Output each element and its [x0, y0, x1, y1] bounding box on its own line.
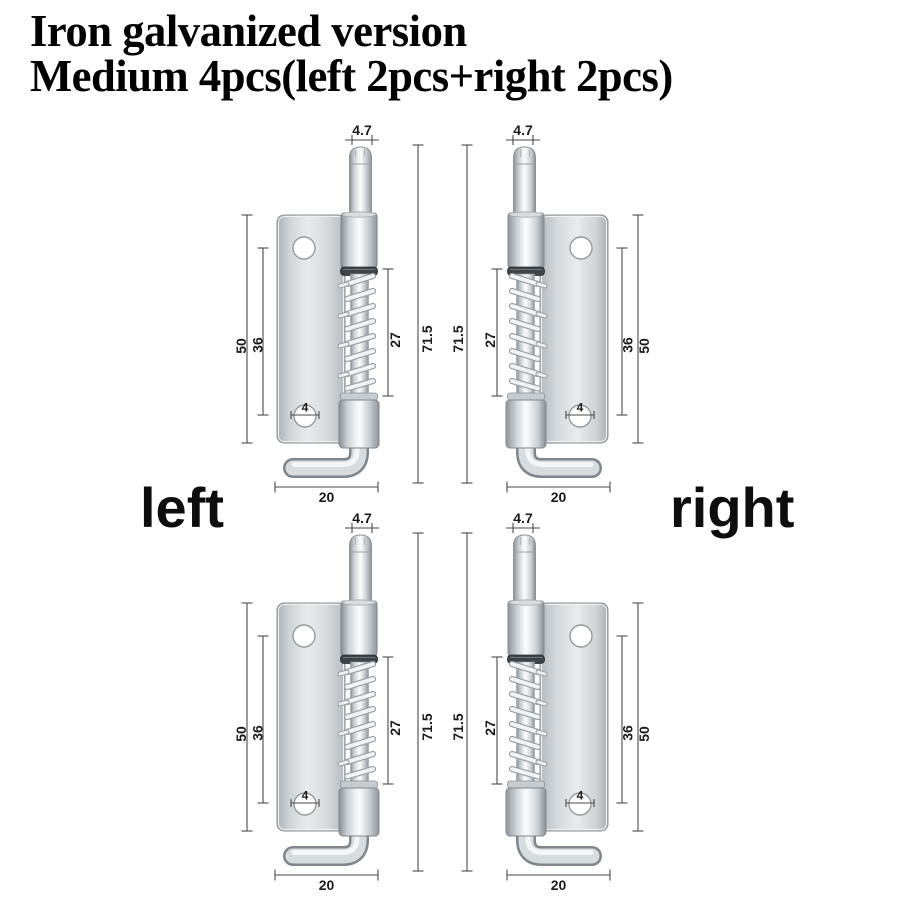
dim-overall-length: 71.5: [450, 713, 466, 740]
dim-overall-length: 71.5: [450, 325, 466, 352]
latch-unit-bottom-left: 4.7 50 36 27 71.5 20 4: [233, 510, 435, 893]
title-line-2: Medium 4pcs(left 2pcs+right 2pcs): [30, 50, 673, 101]
latch-unit-top-right: 4.7 50 36 27 71.5 20 4: [450, 122, 652, 505]
latch-hardware-ref: [277, 147, 379, 468]
dim-pin-diameter: 4.7: [513, 122, 533, 138]
dim-plate-length: 50: [636, 338, 652, 354]
dim-hole-diameter: 4: [577, 789, 584, 803]
dim-plate-length: 50: [636, 726, 652, 742]
dim-plate-length: 50: [233, 338, 249, 354]
latch-hardware-ref: [506, 535, 608, 856]
dim-spring-length: 27: [482, 332, 498, 348]
dim-pin-diameter: 4.7: [352, 122, 372, 138]
latch-hardware-ref: [506, 147, 608, 468]
dim-pin-diameter: 4.7: [513, 510, 533, 526]
latch-unit-bottom-right: 4.7 50 36 27 71.5 20 4: [450, 510, 652, 893]
page-title: Iron galvanized version Medium 4pcs(left…: [30, 5, 673, 101]
dim-hole-diameter: 4: [302, 789, 309, 803]
dim-hole-spacing: 36: [249, 337, 265, 353]
dim-overall-length: 71.5: [419, 325, 435, 352]
dim-pin-diameter: 4.7: [352, 510, 372, 526]
dim-hole-spacing: 36: [619, 725, 635, 741]
dim-hole-spacing: 36: [619, 337, 635, 353]
side-label-right: right: [670, 476, 795, 539]
dim-hole-diameter: 4: [577, 401, 584, 415]
dim-plate-width: 20: [319, 877, 335, 893]
dim-plate-length: 50: [233, 726, 249, 742]
dim-overall-length: 71.5: [419, 713, 435, 740]
dim-hole-diameter: 4: [302, 401, 309, 415]
title-line-1: Iron galvanized version: [30, 5, 467, 56]
dim-plate-width: 20: [551, 877, 567, 893]
dim-plate-width: 20: [551, 489, 567, 505]
dim-spring-length: 27: [387, 332, 403, 348]
dim-spring-length: 27: [482, 720, 498, 736]
latch-hardware-ref: [277, 535, 379, 856]
dim-spring-length: 27: [387, 720, 403, 736]
latch-unit-top-left: 4.7 50 36 27 71.5 20 4: [233, 122, 435, 505]
dim-plate-width: 20: [319, 489, 335, 505]
dim-hole-spacing: 36: [249, 725, 265, 741]
side-label-left: left: [140, 476, 224, 539]
